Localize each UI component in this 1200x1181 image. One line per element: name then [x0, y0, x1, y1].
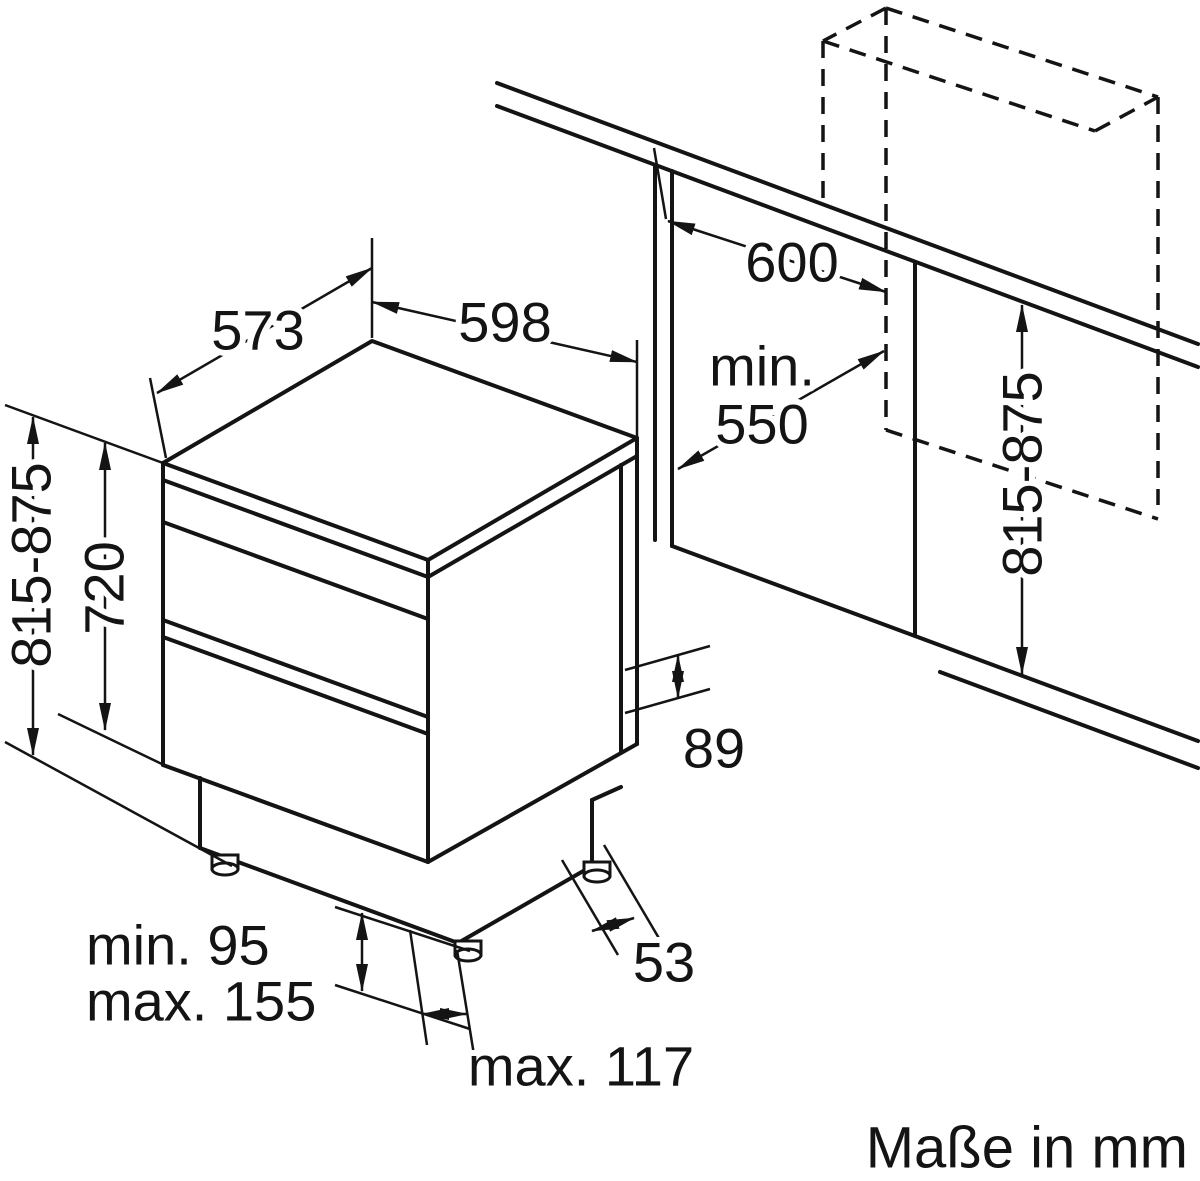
dim-label-top-depth: 573 — [211, 299, 304, 362]
niche-floor-edge — [670, 544, 917, 638]
floor-line-2 — [938, 670, 1200, 770]
leveling-foot-rear — [582, 860, 612, 884]
extension-line — [455, 949, 476, 1056]
dimension-arrow — [677, 349, 885, 471]
dim-label-rear-recess: 89 — [683, 717, 745, 780]
dim-label-plinth-max: max. 155 — [86, 970, 316, 1033]
dim-total-height-left: 815-875 — [0, 403, 233, 868]
dim-rear-recess: 89 — [624, 644, 751, 786]
extension-line — [4, 740, 233, 868]
plinth-bottom-side — [456, 864, 594, 945]
dim-label-body-height: 720 — [73, 541, 136, 634]
foot-base — [582, 868, 612, 884]
side-bottom-edge — [426, 742, 639, 864]
dim-label-niche-depth: 600 — [745, 231, 838, 294]
plinth-step — [590, 785, 623, 802]
leveling-foot-front-right — [453, 939, 483, 963]
dim-label-niche-height-right: 815-875 — [991, 371, 1054, 577]
dim-label-front-adjust: max. 117 — [468, 1035, 694, 1098]
door-line-1 — [161, 618, 430, 719]
units-note: Maße in mm — [866, 1116, 1188, 1181]
dim-label-top-width: 598 — [458, 291, 551, 354]
dim-niche-depth-min: min. 550 — [677, 329, 885, 471]
front-bottom-edge — [161, 763, 430, 864]
dim-label-rear-offset: 53 — [633, 931, 695, 994]
dim-top-depth: 573 — [148, 238, 374, 459]
plinth-bottom-front — [198, 846, 460, 945]
extension-line — [4, 403, 164, 465]
dimension-arrow — [156, 266, 373, 395]
extension-line — [408, 929, 429, 1046]
dim-body-height: 720 — [57, 442, 167, 768]
dim-plinth-height: min. 95 max. 155 — [80, 905, 471, 1039]
foot-base — [210, 861, 240, 877]
extension-line — [624, 687, 711, 715]
control-panel-line — [161, 520, 430, 621]
foot-base — [453, 947, 483, 963]
extension-line — [652, 147, 668, 220]
extension-line — [560, 859, 620, 956]
extension-line — [602, 844, 662, 941]
dim-front-adjust: max. 117 — [408, 929, 700, 1104]
door-line-2 — [161, 635, 430, 736]
dim-rear-offset: 53 — [560, 844, 701, 1000]
extension-line — [57, 712, 167, 768]
dim-label-total-height-left: 815-875 — [0, 462, 63, 668]
hidden-edge — [822, 6, 887, 43]
dimension-arrow — [591, 916, 635, 933]
dishwasher-plinth — [198, 776, 623, 945]
floor-line-1 — [913, 634, 1200, 743]
dimension-arrow — [371, 300, 638, 364]
extension-line — [148, 377, 168, 459]
extension-line — [624, 644, 711, 672]
hidden-edge — [1094, 95, 1159, 133]
hidden-edge — [885, 6, 1159, 99]
dim-label-plinth-min: min. 95 — [86, 914, 270, 977]
hidden-edge — [822, 39, 1096, 133]
extension-line — [334, 983, 471, 1031]
dimension-arrow — [667, 219, 887, 294]
dim-label-niche-min-word: min. — [709, 335, 815, 398]
dim-niche-height-right: 815-875 — [985, 304, 1060, 675]
dim-label-niche-min-value: 550 — [715, 393, 808, 456]
countertop-top-edge — [495, 81, 1200, 346]
dim-top-width: 598 — [371, 285, 639, 436]
dim-niche-depth: 600 — [652, 147, 887, 300]
